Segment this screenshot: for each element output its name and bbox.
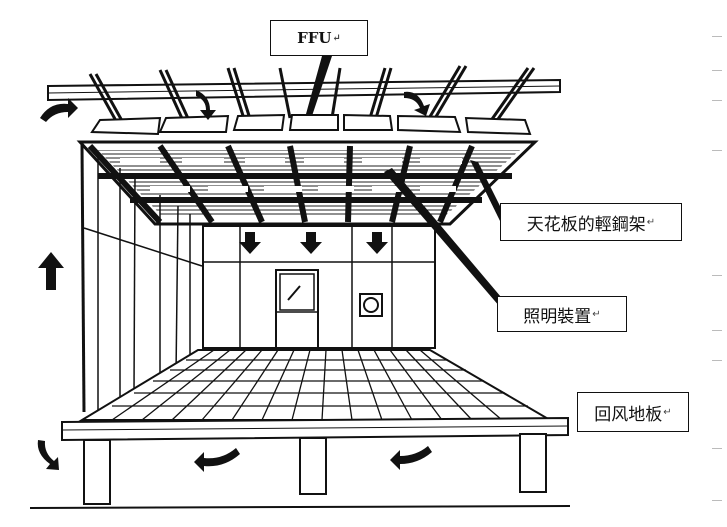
- margin-mark: [712, 448, 722, 449]
- lighting-label: 照明裝置↵: [497, 296, 627, 332]
- margin-mark: [712, 500, 722, 501]
- curved-arrow-icon: [390, 446, 432, 470]
- margin-mark: [712, 360, 722, 361]
- curved-arrow-icon: [37, 440, 59, 470]
- ground-line: [29, 505, 571, 509]
- down-arrow-icon: [366, 232, 388, 254]
- ffu-pointer: [306, 56, 332, 116]
- return-floor-label: 回风地板↵: [577, 392, 689, 432]
- up-arrow-icon: [38, 252, 64, 290]
- ceiling-frame-pointer: [470, 160, 508, 225]
- margin-mark: [712, 275, 722, 276]
- side-wall: [80, 144, 203, 415]
- ffu-label-text: FFU: [297, 29, 332, 47]
- ceiling-frame-label-text: 天花板的輕鋼架: [526, 214, 646, 235]
- curved-arrow-icon: [40, 98, 78, 122]
- curved-arrow-icon: [404, 91, 430, 116]
- margin-mark: [712, 100, 722, 101]
- lighting-label-text: 照明裝置: [523, 306, 592, 327]
- margin-mark: [712, 36, 722, 37]
- down-arrow-icon: [300, 232, 322, 254]
- ffu-label: FFU↵: [270, 20, 368, 56]
- lighting-pointer: [384, 168, 512, 314]
- return-floor-label-text: 回风地板: [594, 404, 663, 425]
- floor-deck: [61, 416, 569, 505]
- curved-arrow-icon: [196, 90, 216, 120]
- margin-mark: [712, 330, 722, 331]
- ceiling-frame: [76, 140, 539, 226]
- curved-arrow-icon: [194, 448, 240, 472]
- airflow-arrows: [37, 90, 432, 472]
- ffu-units: [90, 113, 532, 136]
- support-beam: [47, 78, 561, 102]
- leader-lines: [306, 56, 512, 314]
- wall-panel-device: [359, 293, 383, 317]
- margin-mark: [712, 150, 722, 151]
- ceiling-frame-label: 天花板的輕鋼架↵: [500, 203, 682, 241]
- down-arrow-icon: [239, 232, 261, 254]
- raised-floor-grid: [78, 349, 554, 421]
- door: [275, 269, 319, 349]
- margin-mark: [712, 70, 722, 71]
